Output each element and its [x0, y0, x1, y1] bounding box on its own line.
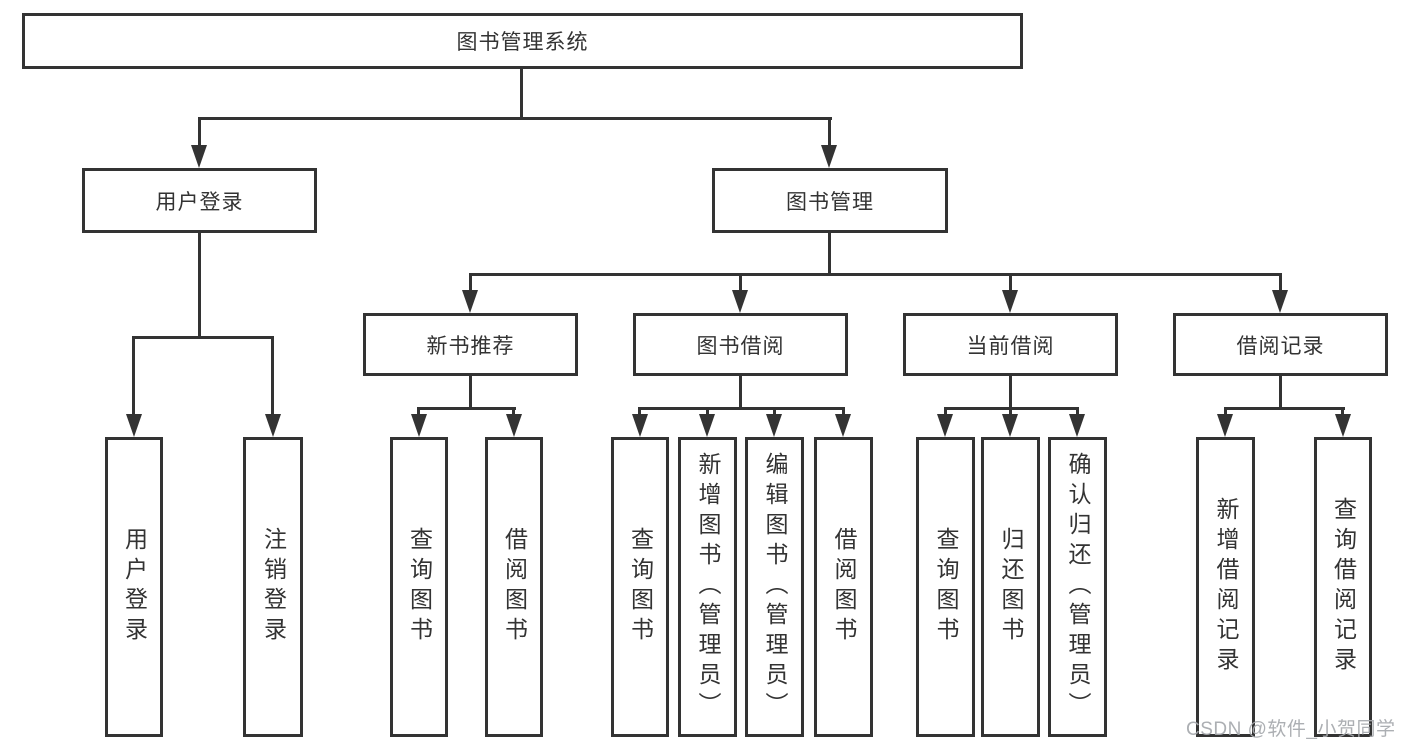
connector-line	[198, 233, 201, 336]
arrow-down-icon	[462, 290, 478, 313]
connector-line	[706, 407, 709, 417]
connector-line	[1009, 407, 1012, 417]
leaf-label: 确认归还（管理员）	[1065, 452, 1091, 722]
connector-line	[132, 336, 274, 339]
arrow-down-icon	[1002, 290, 1018, 313]
connector-line	[469, 273, 1282, 276]
arrow-down-icon	[1069, 414, 1085, 437]
connector-line	[1341, 407, 1344, 417]
connector-line	[828, 117, 831, 148]
leaf-label: 归还图书	[998, 527, 1024, 647]
connector-line	[944, 407, 947, 417]
arrow-down-icon	[937, 414, 953, 437]
arrow-down-icon	[411, 414, 427, 437]
node-user-login: 用户登录	[82, 168, 317, 233]
connector-line	[828, 233, 831, 273]
connector-line	[739, 273, 742, 292]
connector-line	[271, 336, 274, 417]
node-book-management: 图书管理	[712, 168, 948, 233]
leaf-user-login: 用户登录	[105, 437, 163, 737]
connector-line	[638, 407, 845, 410]
connector-line	[1009, 376, 1012, 407]
arrow-down-icon	[506, 414, 522, 437]
connector-line	[512, 407, 515, 417]
arrow-down-icon	[732, 290, 748, 313]
arrow-down-icon	[699, 414, 715, 437]
leaf-label: 新增借阅记录	[1213, 497, 1239, 677]
leaf-label: 查询图书	[406, 527, 433, 647]
connector-line	[417, 407, 420, 417]
leaf-logout: 注销登录	[243, 437, 303, 737]
arrow-down-icon	[1335, 414, 1351, 437]
arrow-down-icon	[1272, 290, 1288, 313]
leaf-query-borrow-record: 查询借阅记录	[1314, 437, 1372, 737]
connector-line	[198, 117, 832, 120]
connector-line	[1279, 273, 1282, 292]
arrow-down-icon	[632, 414, 648, 437]
leaf-add-books-admin: 新增图书（管理员）	[678, 437, 737, 737]
leaf-borrow-books-recommend: 借阅图书	[485, 437, 543, 737]
leaf-label: 编辑图书（管理员）	[762, 452, 788, 722]
arrow-down-icon	[191, 145, 207, 168]
arrow-down-icon	[265, 414, 281, 437]
leaf-query-books-current: 查询图书	[916, 437, 975, 737]
connector-line	[520, 69, 523, 117]
leaf-label: 注销登录	[260, 527, 287, 647]
connector-line	[842, 407, 845, 417]
leaf-confirm-return-admin: 确认归还（管理员）	[1048, 437, 1107, 737]
leaf-label: 查询借阅记录	[1330, 497, 1357, 677]
leaf-label: 查询图书	[627, 527, 654, 647]
connector-line	[1224, 407, 1227, 417]
leaf-edit-books-admin: 编辑图书（管理员）	[745, 437, 804, 737]
connector-line	[773, 407, 776, 417]
leaf-return-books: 归还图书	[981, 437, 1040, 737]
node-root: 图书管理系统	[22, 13, 1023, 69]
node-book-borrow: 图书借阅	[633, 313, 848, 376]
arrow-down-icon	[821, 145, 837, 168]
connector-line	[1279, 376, 1282, 407]
node-borrow-records: 借阅记录	[1173, 313, 1388, 376]
connector-line	[132, 336, 135, 417]
connector-line	[1224, 407, 1345, 410]
leaf-label: 借阅图书	[831, 527, 857, 647]
connector-line	[739, 376, 742, 407]
leaf-query-books-recommend: 查询图书	[390, 437, 448, 737]
leaf-label: 查询图书	[933, 527, 959, 647]
node-current-borrow: 当前借阅	[903, 313, 1118, 376]
leaf-label: 新增图书（管理员）	[695, 452, 721, 722]
connector-line	[198, 117, 201, 148]
connector-line	[417, 407, 516, 410]
arrow-down-icon	[766, 414, 782, 437]
leaf-add-borrow-record: 新增借阅记录	[1196, 437, 1255, 737]
leaf-label: 借阅图书	[501, 527, 528, 647]
connector-line	[469, 376, 472, 407]
arrow-down-icon	[1217, 414, 1233, 437]
leaf-borrow-books: 借阅图书	[814, 437, 873, 737]
leaf-label: 用户登录	[121, 527, 148, 647]
watermark: CSDN @软件_小贺同学	[1186, 719, 1396, 740]
connector-line	[469, 273, 472, 292]
arrow-down-icon	[126, 414, 142, 437]
connector-line	[638, 407, 641, 417]
arrow-down-icon	[835, 414, 851, 437]
connector-line	[1076, 407, 1079, 417]
connector-line	[1009, 273, 1012, 292]
leaf-query-books-borrow: 查询图书	[611, 437, 669, 737]
arrow-down-icon	[1002, 414, 1018, 437]
node-new-book-recommend: 新书推荐	[363, 313, 578, 376]
